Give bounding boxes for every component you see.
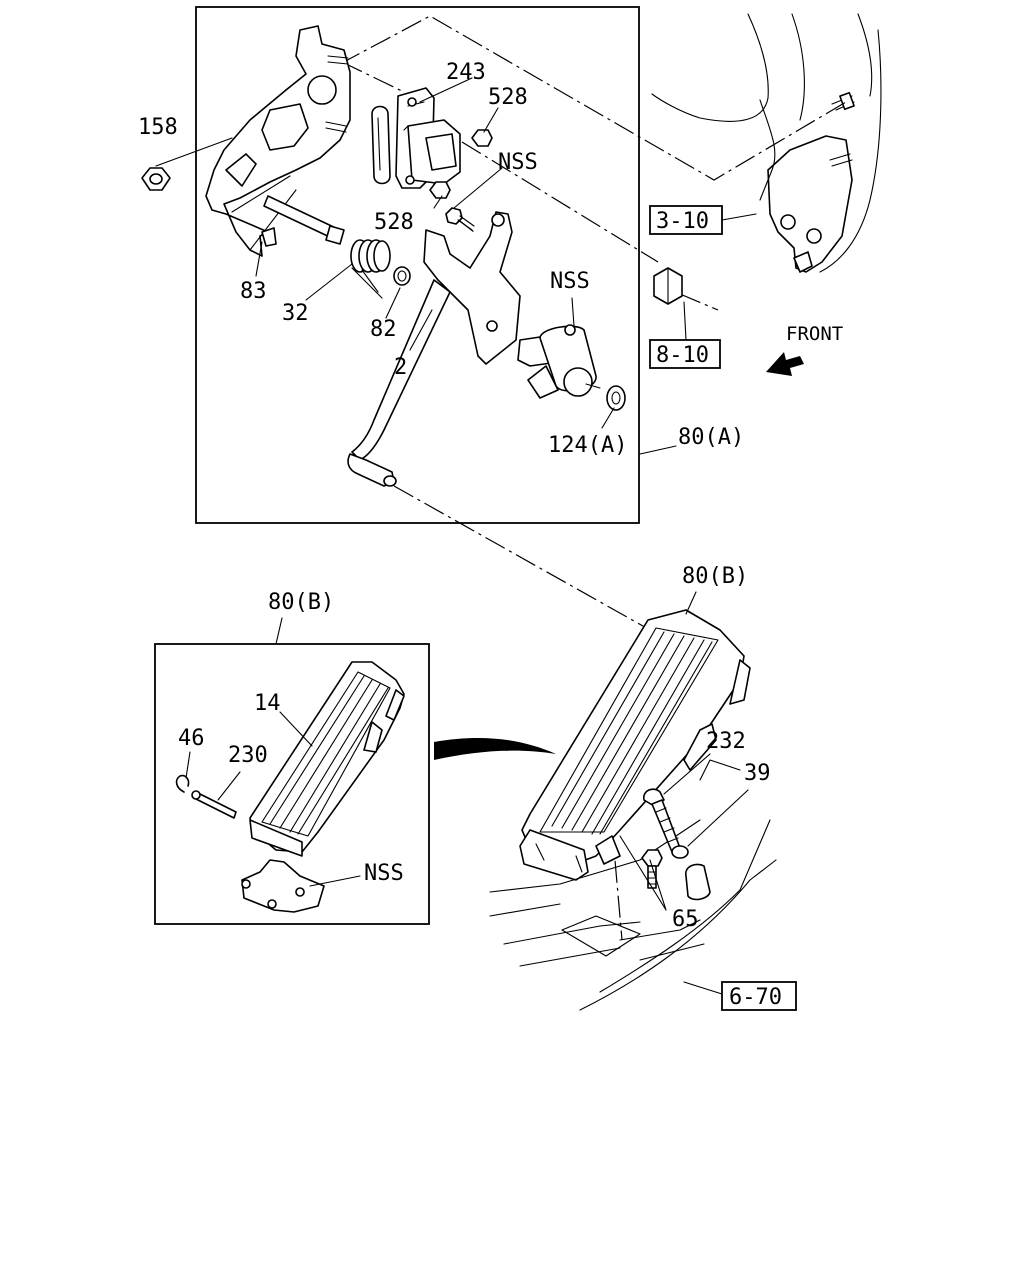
callout-230: 230 — [228, 743, 268, 768]
callout-80a: 80(A) — [678, 425, 744, 450]
frame-80b-inset — [154, 643, 430, 925]
frame-80a — [195, 6, 640, 524]
front-arrow-icon — [766, 352, 804, 376]
callout-124a: 124(A) — [548, 433, 627, 458]
callout-nss-damper: NSS — [550, 269, 590, 294]
callout-32: 32 — [282, 301, 309, 326]
callout-80b-inset: 80(B) — [268, 590, 334, 615]
callout-46: 46 — [178, 726, 205, 751]
washer-39 — [671, 845, 689, 859]
mounting-bracket — [205, 25, 351, 257]
leader-lines — [155, 77, 757, 995]
reference-3-10[interactable]: 3-10 — [649, 205, 723, 235]
callout-39: 39 — [744, 761, 771, 786]
svg-text:3-10: 3-10 — [656, 209, 709, 234]
callout-80b-main: 80(B) — [682, 564, 748, 589]
clip-124a — [606, 385, 626, 411]
bushing-82 — [393, 266, 411, 286]
damper-nss — [517, 324, 601, 399]
vehicle-floor — [489, 759, 777, 1011]
bolt-232 — [643, 788, 681, 853]
bolt-65 — [641, 849, 663, 889]
bracket-studs — [325, 55, 349, 133]
callout-528-upper: 528 — [488, 85, 528, 110]
vehicle-body-panel — [651, 13, 882, 273]
pedal-sensor-243 — [371, 87, 461, 189]
callout-83: 83 — [240, 279, 267, 304]
transition-arrow — [434, 738, 556, 760]
svg-text:6-70: 6-70 — [729, 985, 782, 1010]
pedal-arm-2 — [347, 211, 521, 487]
pedal-pad-80b-main — [519, 609, 751, 881]
svg-text:FRONT: FRONT — [786, 323, 843, 345]
pedal-pad-14 — [249, 661, 405, 857]
nut-158 — [141, 167, 171, 191]
clip-46 — [175, 774, 190, 793]
callout-nss-inset: NSS — [364, 861, 404, 886]
callout-14: 14 — [254, 691, 281, 716]
callout-528-lower: 528 — [374, 210, 414, 235]
callout-65: 65 — [672, 907, 699, 932]
callout-158: 158 — [138, 115, 178, 140]
nut-528-upper — [471, 129, 493, 147]
reference-8-10[interactable]: 8-10 — [649, 339, 721, 369]
connector-8-10 — [653, 267, 683, 305]
svg-text:8-10: 8-10 — [656, 343, 709, 368]
pin-230 — [191, 790, 237, 819]
nut-528-lower — [429, 181, 451, 199]
callout-82: 82 — [370, 317, 397, 342]
callout-2: 2 — [394, 355, 407, 380]
callout-232: 232 — [706, 729, 746, 754]
reference-6-70[interactable]: 6-70 — [721, 981, 797, 1011]
bolt-nss-upper — [445, 207, 475, 231]
rubber-stopper — [685, 863, 711, 901]
pedal-base-bracket — [595, 835, 621, 865]
bracket-nss-inset — [241, 859, 325, 913]
front-direction-indicator: FRONT — [766, 323, 843, 376]
spring-32 — [350, 239, 391, 273]
callout-nss-upper: NSS — [498, 150, 538, 175]
shaft-83 — [263, 195, 345, 245]
callout-243: 243 — [446, 60, 486, 85]
